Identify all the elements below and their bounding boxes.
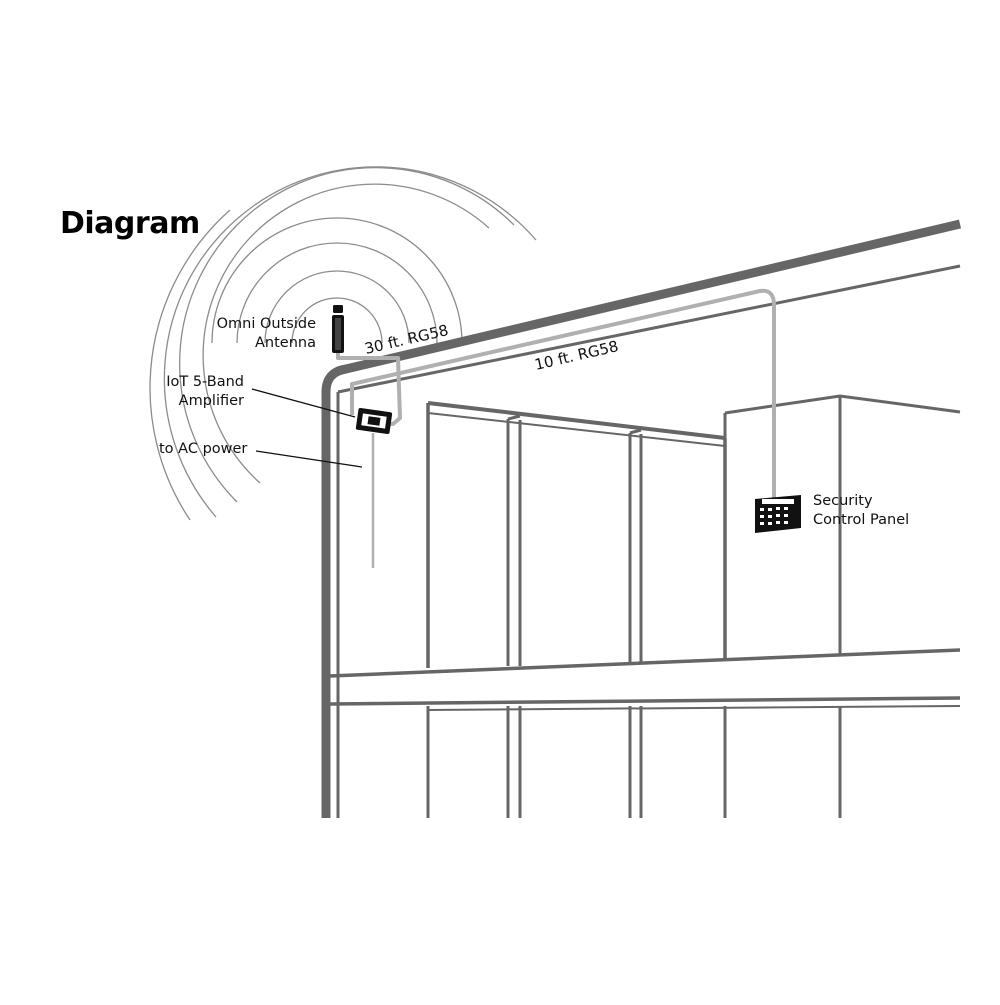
amplifier-label: IoT 5-Band Amplifier [140,373,244,411]
pillar-2 [628,428,643,662]
antenna-label-line-2: Antenna [255,335,316,351]
antenna-label-line-1: Omni Outside [216,316,316,332]
signal-rings [149,166,537,521]
amplifier-label-line-2: Amplifier [178,393,244,409]
page-title: Diagram [60,206,200,241]
leader-lines [251,388,363,468]
omni-antenna-icon [332,305,344,353]
beam-back [427,401,726,440]
shelf-under [427,705,961,711]
shelf-bottom [329,696,961,706]
signal-ring-4 [211,217,463,344]
security-panel-label-line-2: Control Panel [813,512,910,528]
security-panel-label-line-1: Security [813,493,873,509]
cable-30ft [336,350,402,426]
lower-posts [426,706,842,818]
amplifier-leader [251,388,356,418]
signal-ring-1 [291,297,383,344]
cable-10ft [350,288,776,498]
signal-ring-6 [179,167,515,503]
signal-ring-5 [202,183,490,484]
amplifier-icon [355,407,393,435]
ac-power-label: to AC power [159,441,248,457]
pillar-1 [506,414,522,666]
cabinet-top [724,394,961,415]
roof-outline [321,219,962,818]
signal-ring-2 [264,270,410,344]
signal-ring-3 [236,242,438,344]
signal-ring-8 [149,209,231,521]
antenna-label: Omni Outside Antenna [196,315,316,353]
ac-power-leader [255,450,363,468]
security-panel-label: Security Control Panel [813,492,909,530]
signal-ring-7 [163,166,537,518]
amplifier-label-line-1: IoT 5-Band [166,374,244,390]
shelf-top [329,648,961,678]
beam-back-lower [427,412,726,447]
security-panel-icon [755,495,801,533]
roof-inner-edge [337,264,961,394]
cables [336,288,776,568]
